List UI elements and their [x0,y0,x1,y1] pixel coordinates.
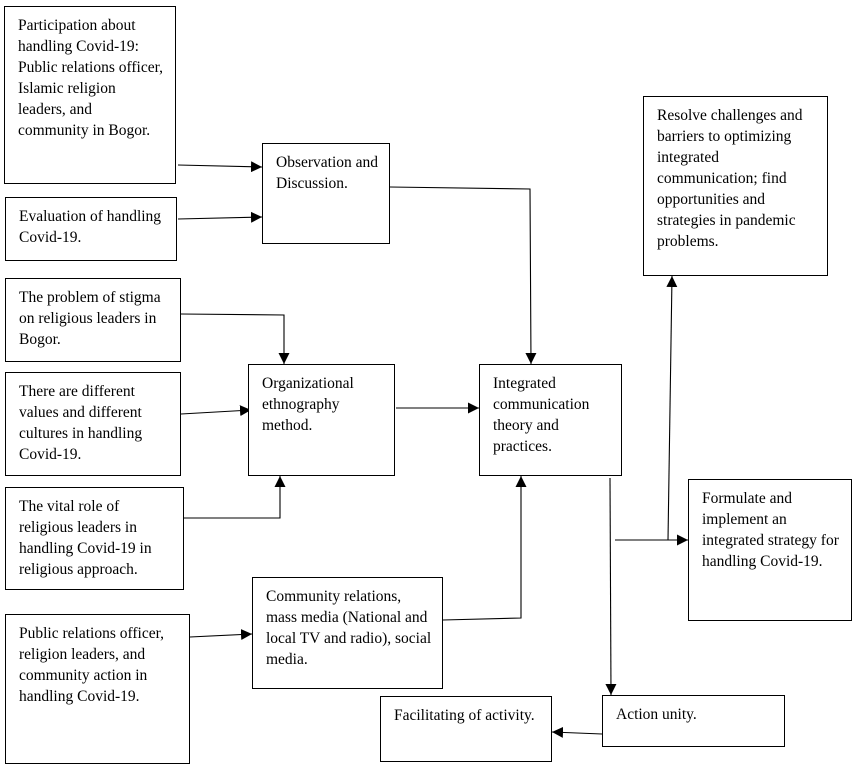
box-participation: Participation about handling Covid-19: P… [4,6,176,184]
arrow-action-unity-to-facilitating [551,726,603,738]
box-values: There are different values and different… [5,372,181,476]
arrow-integrated-to-action-unity [605,477,617,696]
arrow-observation-to-integrated [389,186,537,365]
box-resolve: Resolve challenges and barriers to optim… [643,96,828,276]
arrow-evaluation-to-observation [177,211,263,223]
arrow-stigma-to-ethnography [180,313,290,364]
box-action-unity: Action unity. [602,695,785,747]
box-pr-action: Public relations officer, religion leade… [5,614,190,764]
arrow-pr-to-community [189,629,253,641]
box-stigma: The problem of stigma on religious leade… [5,278,181,362]
box-facilitating: Facilitating of activity. [380,696,552,762]
box-evaluation: Evaluation of handling Covid-19. [5,197,177,261]
box-ethnography: Organizational ethnography method. [248,364,395,476]
box-vital-role: The vital role of religious leaders in h… [5,487,184,590]
box-integrated-theory: Integrated communication theory and prac… [479,364,622,476]
arrow-vitalrole-to-ethnography [184,476,286,519]
box-community-relations: Community relations, mass media (Nationa… [252,577,443,689]
box-observation: Observation and Discussion. [262,143,390,244]
arrow-values-to-ethnography [180,405,252,417]
arrow-community-to-integrated [442,476,527,621]
box-formulate: Formulate and implement an integrated st… [688,479,852,621]
arrow-to-resolve [666,275,678,541]
arrow-participation-to-observation [177,161,263,173]
